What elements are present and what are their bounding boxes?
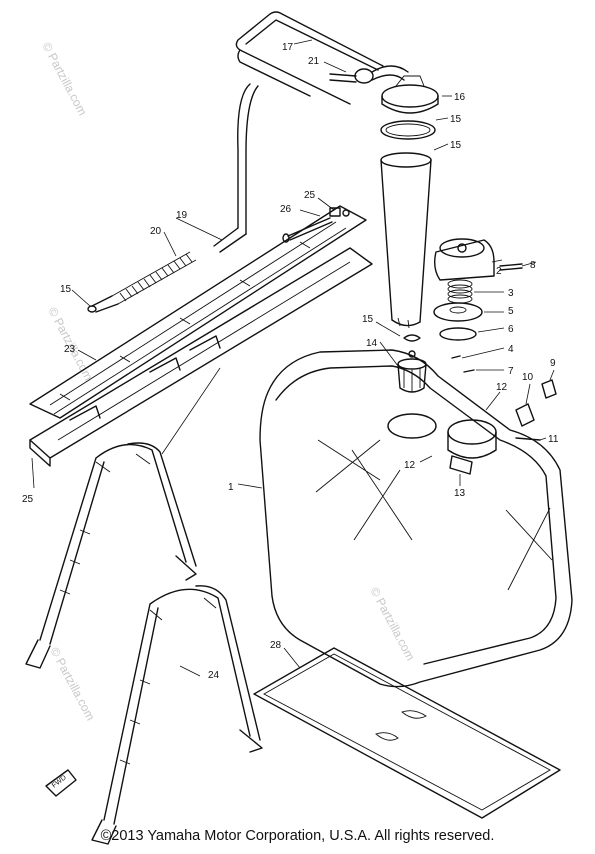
part-rail-25: [29, 247, 373, 467]
callout-28: 28: [270, 640, 282, 651]
part-oring-17: [380, 120, 436, 140]
callout-21: 20: [150, 226, 162, 237]
callout-3: 3: [508, 288, 514, 299]
watermark-3: © Partzilla.com: [367, 585, 417, 663]
callout-16: 15: [450, 140, 462, 151]
callout-17: 15: [450, 114, 462, 125]
callout-19: 17: [282, 42, 294, 53]
callout-23: 23: [64, 344, 76, 355]
part-clip-15b: [403, 334, 421, 342]
part-valve-2: [433, 238, 495, 281]
callout-13: 13: [454, 488, 466, 499]
leader-lines: [31, 39, 555, 677]
callout-8: 8: [530, 260, 536, 271]
fwd-marker: FWD: [45, 769, 77, 797]
callout-7: 7: [508, 366, 514, 377]
part-hose-20: [213, 83, 259, 253]
callout-2: 2: [496, 266, 502, 277]
callout-26: 25: [304, 190, 316, 201]
callout-4: 4: [508, 344, 514, 355]
callout-20: 19: [176, 210, 188, 221]
part-fitting-13: [449, 455, 473, 475]
callout-24: 24: [208, 670, 220, 681]
callout-14: 14: [366, 338, 378, 349]
callout-25: 25: [22, 494, 34, 505]
fwd-label: FWD: [51, 774, 68, 789]
callout-15b: 15: [362, 314, 374, 325]
part-spring-21: [87, 251, 197, 313]
part-oring-17-inner: [385, 123, 431, 137]
watermarks: © Partzilla.com © Partzilla.com © Partzi…: [39, 40, 417, 723]
callout-5: 5: [508, 306, 514, 317]
part-gasket-6: [439, 327, 477, 341]
part-handle-19: [235, 11, 384, 105]
part-bolt-11: [515, 437, 541, 441]
callout-10: 10: [522, 372, 534, 383]
part-tank-1: [259, 349, 573, 688]
watermark-4: © Partzilla.com: [47, 645, 97, 723]
callout-12a: 12: [496, 382, 508, 393]
callout-27: 26: [280, 204, 292, 215]
callout-labels: 17 21 16 15 15 19 20 25 26 15 23 25 15 1…: [22, 42, 559, 681]
part-bracket-upper: [25, 442, 197, 669]
part-diaphragm-5: [433, 302, 483, 322]
part-cap-18: [381, 75, 439, 114]
part-strainer-14: [397, 350, 427, 393]
callout-22: 21: [308, 56, 320, 67]
part-spring-3: [447, 279, 473, 304]
part-4: [451, 355, 461, 359]
part-screw-8: [499, 263, 523, 271]
copyright-notice: ©2013 Yamaha Motor Corporation, U.S.A. A…: [100, 828, 495, 844]
callout-9: 9: [550, 358, 556, 369]
part-mat-28: [253, 647, 561, 819]
watermark-1: © Partzilla.com: [39, 40, 89, 118]
callout-6: 6: [508, 324, 514, 335]
part-7: [463, 369, 475, 373]
callout-11: 11: [548, 434, 559, 445]
callout-1: 1: [228, 482, 234, 493]
part-tube-16: [380, 152, 432, 329]
part-clip-9: [541, 379, 557, 399]
callout-15a: 15: [60, 284, 72, 295]
leader-rail-bracket: [161, 367, 221, 455]
part-plate-10: [515, 403, 535, 427]
callout-12b: 12: [404, 460, 416, 471]
part-rail-23: [29, 205, 367, 419]
callout-18: 16: [454, 92, 466, 103]
part-bracket-24: [91, 585, 263, 845]
part-clamp-22: [329, 65, 409, 84]
